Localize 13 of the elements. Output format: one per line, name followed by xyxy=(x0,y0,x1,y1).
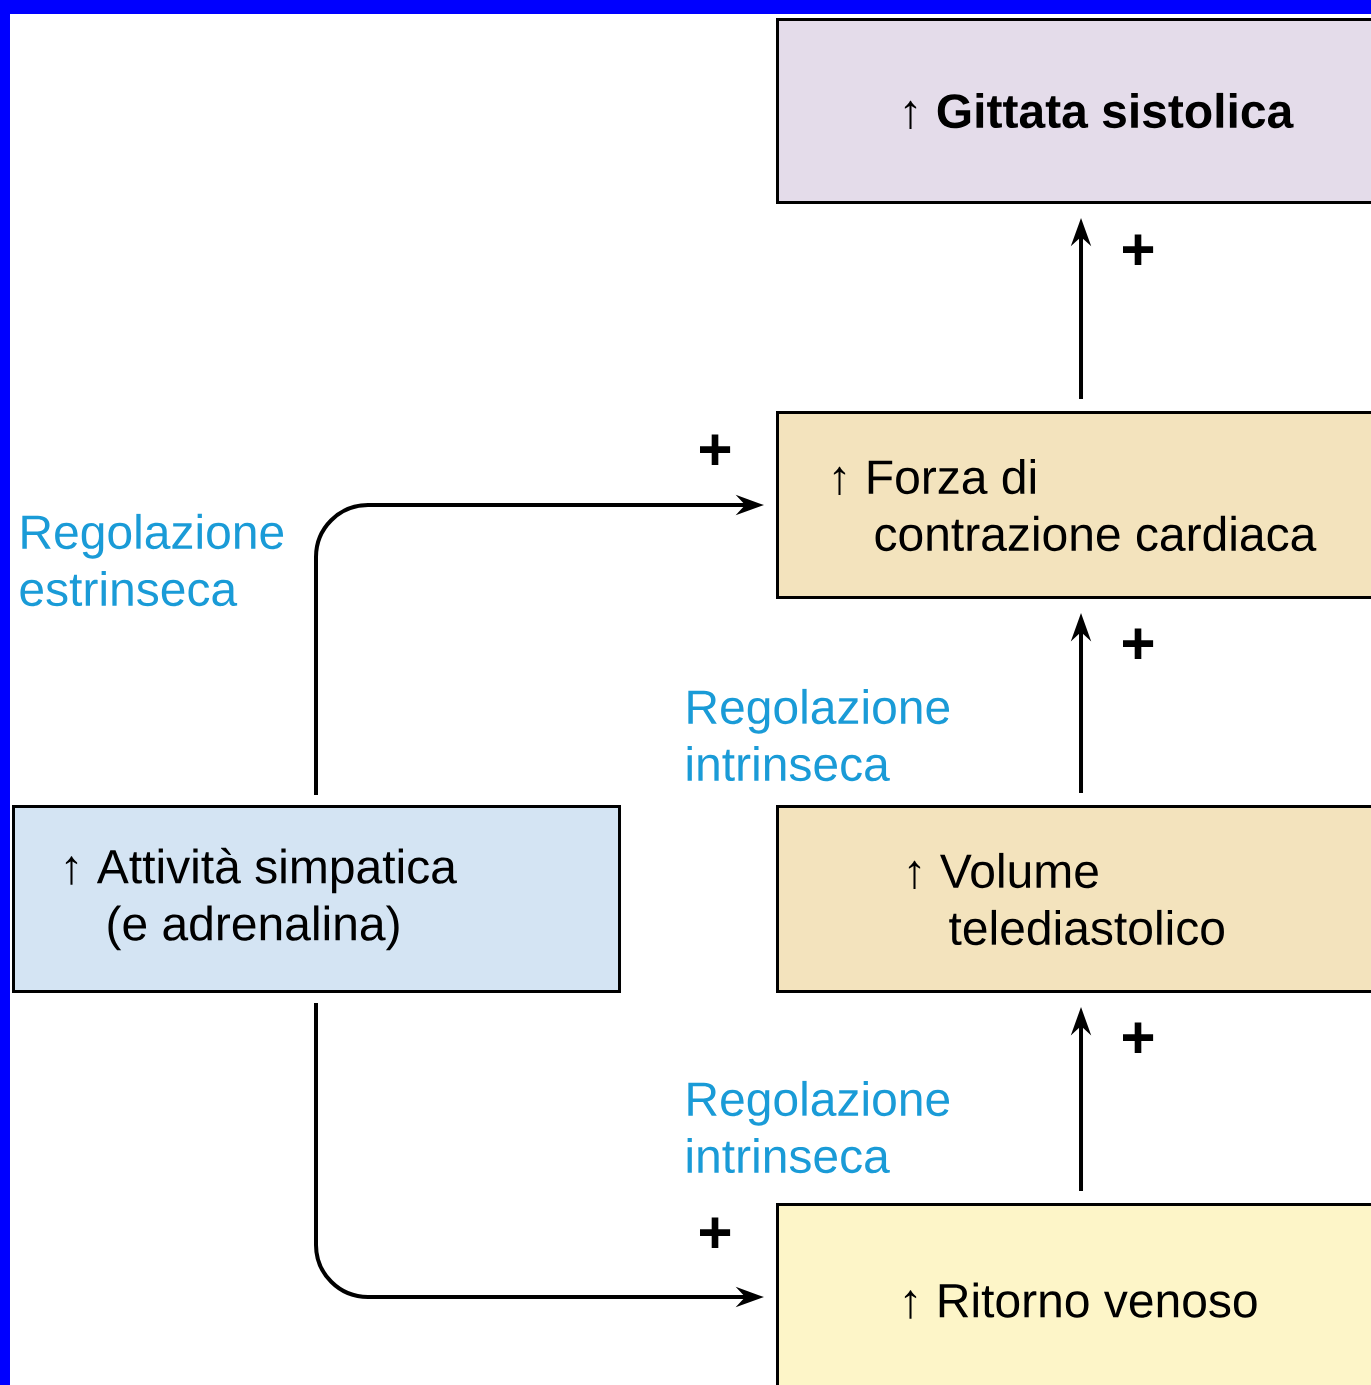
annotation-text: Regolazione intrinseca xyxy=(687,1080,950,1174)
edge-label: + xyxy=(700,434,731,465)
edge-label: + xyxy=(1123,628,1154,659)
process-box: ↑ Forza di contrazione cardiaca xyxy=(776,411,1371,599)
edge-label: + xyxy=(1123,234,1154,265)
annotation-text: Regolazione estrinseca xyxy=(20,513,284,607)
edge-label: + xyxy=(700,1217,731,1248)
process-box: ↑ Ritorno venoso xyxy=(776,1203,1371,1385)
process-box: ↑ Gittata sistolica xyxy=(776,18,1371,204)
process-box: ↑ Attività simpatica (e adrenalina) xyxy=(12,805,621,993)
process-box: ↑ Volume telediastolico xyxy=(776,805,1371,993)
annotation-text: Regolazione intrinseca xyxy=(687,688,950,782)
edge-label: + xyxy=(1123,1022,1154,1053)
